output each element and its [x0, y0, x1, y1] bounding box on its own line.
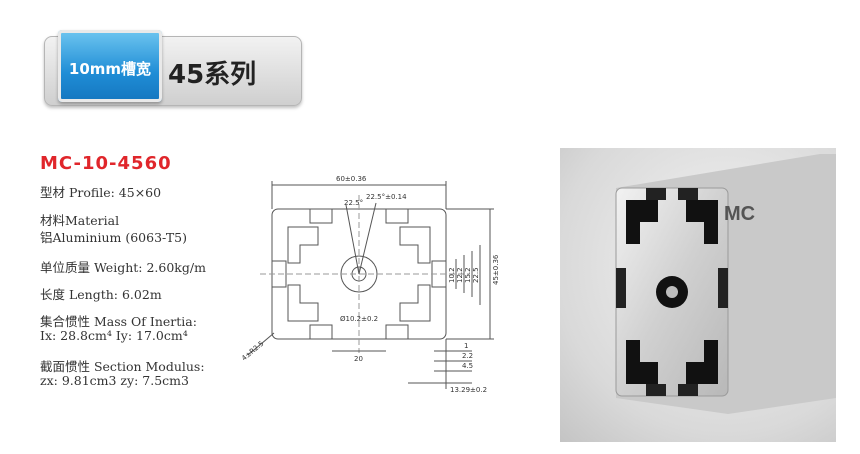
spec-inertia-values: Ix: 28.8cm⁴ Iy: 17.0cm⁴: [40, 328, 188, 343]
spec-weight: 单位质量 Weight: 2.60kg/m: [40, 260, 206, 275]
spec-inertia-label: 集合惯性 Mass Of Inertia:: [40, 314, 197, 329]
corner-radius: 4±R2.5: [240, 339, 265, 362]
spec-length: 长度 Length: 6.02m: [40, 287, 162, 302]
dim-width: 60±0.36: [336, 175, 367, 183]
dim-13-29: 13.29±0.2: [450, 386, 487, 394]
spec-material-label: 材料Material: [40, 213, 120, 228]
dim-angle-2: 22.5°±0.14: [366, 193, 407, 201]
dim-10-2: 10.2: [448, 267, 456, 283]
dim-1: 1: [464, 342, 468, 350]
slot-width-tab: 10mm槽宽: [58, 30, 162, 102]
dim-angle-1: 22.5°: [344, 199, 363, 207]
dim-height: 45±0.36: [492, 254, 500, 285]
dim-15-2: 15.2: [464, 267, 472, 283]
spec-modulus-values: zx: 9.81cm3 zy: 7.5cm3: [40, 373, 189, 388]
model-number: MC-10-4560: [40, 153, 172, 174]
hole-dim: Ø10.2±0.2: [340, 315, 378, 323]
series-title: 45系列: [168, 60, 257, 90]
profile-render: MC: [615, 154, 836, 414]
dim-20: 20: [354, 355, 363, 363]
dim-2-2: 2.2: [462, 352, 473, 360]
spec-profile: 型材 Profile: 45×60: [40, 185, 162, 200]
slot-width-label: 10mm槽宽: [68, 60, 152, 78]
profile-drawing: 60±0.36 22.5° 22.5°±0.14 45±0.36 10.2 12…: [240, 175, 500, 394]
dim-12-2: 12.2: [456, 267, 464, 283]
dim-4-5: 4.5: [462, 362, 473, 370]
spec-modulus-label: 截面惯性 Section Modulus:: [40, 359, 205, 374]
dim-22-5: 22.5: [472, 267, 480, 283]
product-photo: MC: [560, 148, 836, 442]
spec-material-value: 铝Aluminium (6063-T5): [40, 230, 187, 245]
brand-mark: MC: [724, 203, 755, 225]
